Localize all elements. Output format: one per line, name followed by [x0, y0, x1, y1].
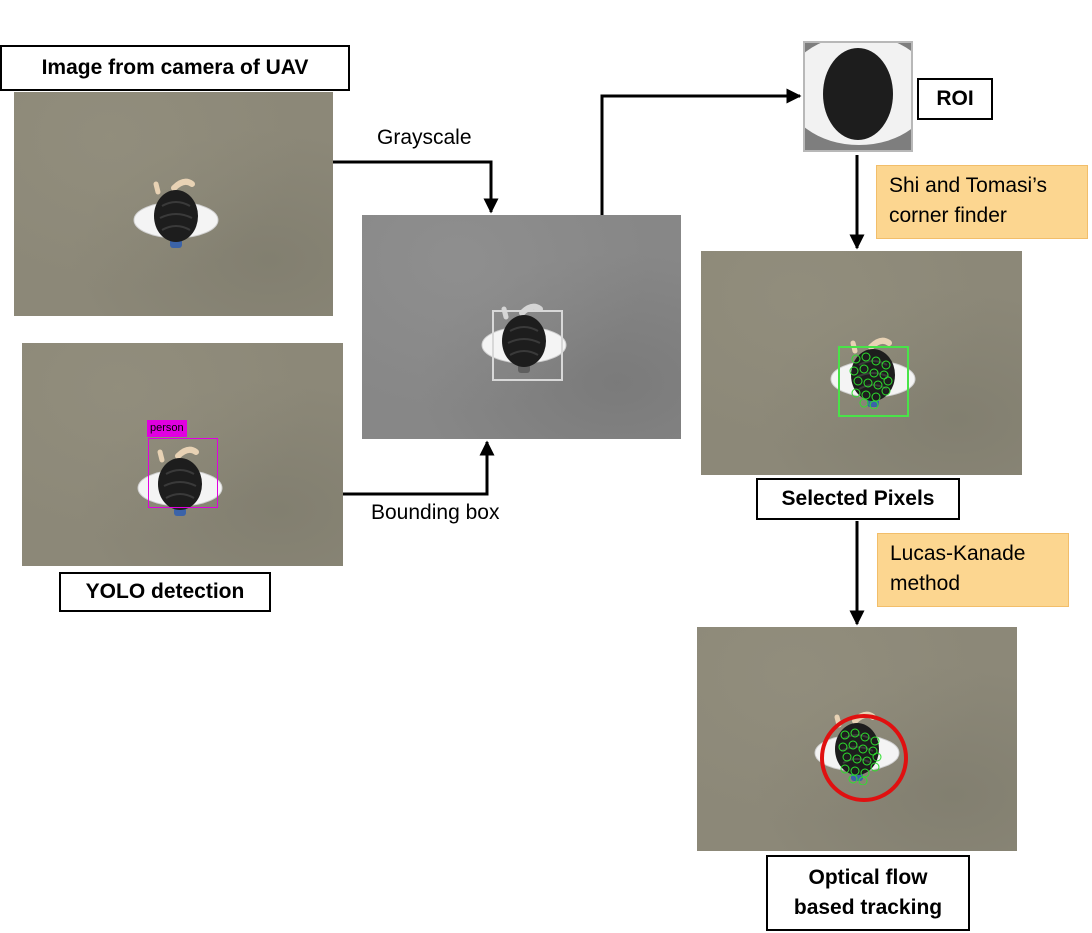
camera-image — [14, 92, 333, 316]
roi-image — [803, 41, 913, 152]
corner-bounding-box — [838, 346, 909, 417]
yolo-class-tag: person — [147, 420, 187, 437]
selected-pixels-image — [701, 251, 1022, 475]
yolo-bounding-box — [148, 438, 218, 508]
selected-pixels-label: Selected Pixels — [756, 478, 960, 520]
lucas-kanade-line1: Lucas-Kanade — [890, 542, 1026, 565]
roi-label: ROI — [917, 78, 993, 120]
optical-flow-line2: based tracking — [793, 896, 943, 919]
optical-flow-image — [697, 627, 1017, 851]
arrow-camera-to-grayscale — [333, 160, 499, 214]
arrow-yolo-to-grayscale — [343, 440, 495, 496]
arrow-grayscale-to-roi — [600, 88, 802, 215]
tracking-circle — [820, 714, 908, 802]
lucas-kanade-note: Lucas-Kanade method — [877, 533, 1069, 607]
grayscale-image — [362, 215, 681, 439]
grayscale-bounding-box — [492, 310, 563, 381]
bounding-box-edge-label: Bounding box — [371, 501, 500, 524]
shi-tomasi-line2: corner finder — [889, 204, 1007, 227]
corner-points — [849, 352, 893, 409]
optical-flow-line1: Optical flow — [808, 866, 928, 889]
shi-tomasi-line1: Shi and Tomasi’s — [889, 174, 1047, 197]
grayscale-edge-label: Grayscale — [377, 126, 472, 149]
optical-flow-label: Optical flow based tracking — [766, 855, 970, 931]
camera-image-label: Image from camera of UAV — [0, 45, 350, 91]
shi-tomasi-note: Shi and Tomasi’s corner finder — [876, 165, 1088, 239]
yolo-detection-label: YOLO detection — [59, 572, 271, 612]
lucas-kanade-line2: method — [890, 572, 961, 595]
yolo-detection-image: person — [22, 343, 343, 566]
